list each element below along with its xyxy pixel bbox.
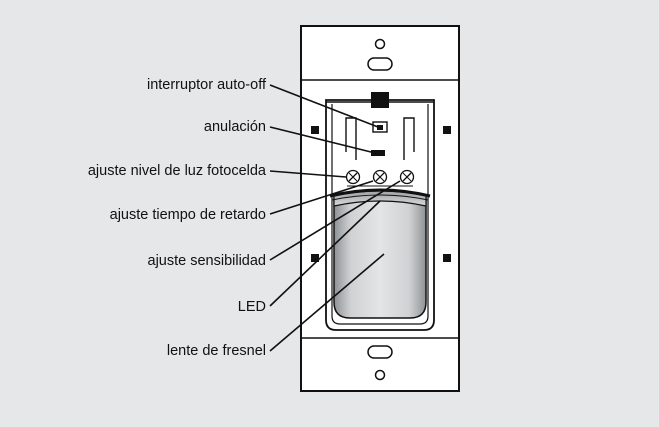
delay-screw-icon <box>372 169 388 185</box>
leader-lens <box>269 253 385 352</box>
sensitivity-screw-icon <box>399 169 415 185</box>
override-button <box>371 150 385 156</box>
top-mounting-screw-hole <box>367 38 393 71</box>
label-led: LED <box>237 299 266 315</box>
leader-lines <box>269 84 401 352</box>
label-photocell-adjust: ajuste nivel de luz fotocelda <box>87 163 266 179</box>
adjustment-screws <box>345 169 415 187</box>
label-override: anulación <box>203 119 266 135</box>
label-delay-adjust: ajuste tiempo de retardo <box>109 207 266 223</box>
leader-photocell <box>269 170 347 178</box>
side-tabs <box>311 126 451 262</box>
leader-auto-off <box>269 84 379 128</box>
label-sensitivity-adjust: ajuste sensibilidad <box>147 253 267 269</box>
fresnel-lens <box>329 188 431 319</box>
leader-override <box>269 126 376 154</box>
leader-led <box>269 200 381 307</box>
auto-off-switch-button <box>377 125 383 130</box>
photocell-screw-icon <box>345 169 361 185</box>
bottom-mounting-screw-hole <box>367 345 393 381</box>
auto-off-switch-cap <box>371 92 389 108</box>
leader-sensitivity <box>269 180 401 261</box>
leader-delay <box>269 180 374 215</box>
label-auto-off-switch: interruptor auto-off <box>146 77 266 93</box>
label-fresnel-lens: lente de fresnel <box>166 343 266 359</box>
